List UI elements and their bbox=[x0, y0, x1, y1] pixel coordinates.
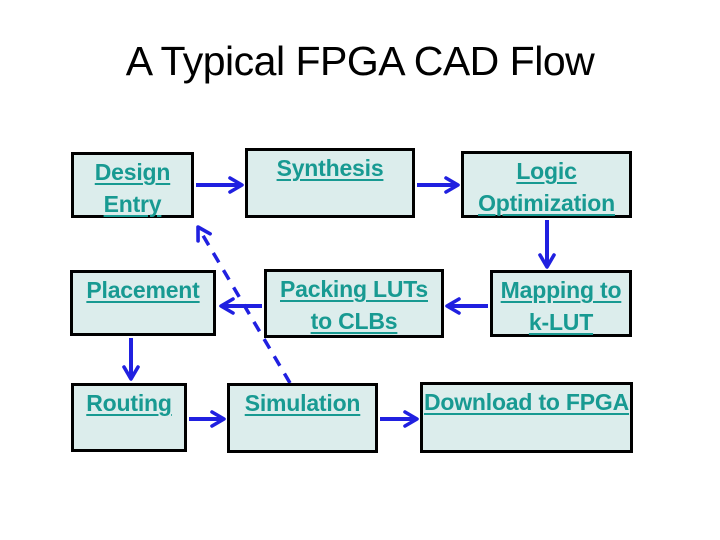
node-routing[interactable]: Routing bbox=[71, 383, 187, 452]
node-mapping-to-k-lut-label: Mapping to k-LUT bbox=[500, 277, 622, 335]
node-download-to-fpga-label: Download to FPGA bbox=[423, 389, 630, 415]
node-mapping-to-k-lut[interactable]: Mapping to k-LUT bbox=[490, 270, 632, 337]
node-logic-optimization[interactable]: Logic Optimization bbox=[461, 151, 632, 218]
node-design-entry[interactable]: Design Entry bbox=[71, 152, 194, 218]
node-design-entry-label: Design Entry bbox=[94, 159, 171, 217]
node-packing-luts-to-clbs-label: Packing LUTs to CLBs bbox=[280, 276, 428, 334]
node-download-to-fpga[interactable]: Download to FPGA bbox=[420, 382, 633, 453]
node-routing-label: Routing bbox=[86, 390, 172, 416]
node-packing-luts-to-clbs[interactable]: Packing LUTs to CLBs bbox=[264, 269, 444, 338]
node-logic-optimization-label: Logic Optimization bbox=[478, 158, 615, 216]
node-synthesis-label: Synthesis bbox=[276, 155, 384, 181]
node-simulation[interactable]: Simulation bbox=[227, 383, 378, 453]
page-title: A Typical FPGA CAD Flow bbox=[125, 38, 595, 84]
node-simulation-label: Simulation bbox=[244, 390, 361, 416]
node-placement[interactable]: Placement bbox=[70, 270, 216, 336]
node-placement-label: Placement bbox=[86, 277, 200, 303]
node-synthesis[interactable]: Synthesis bbox=[245, 148, 415, 218]
